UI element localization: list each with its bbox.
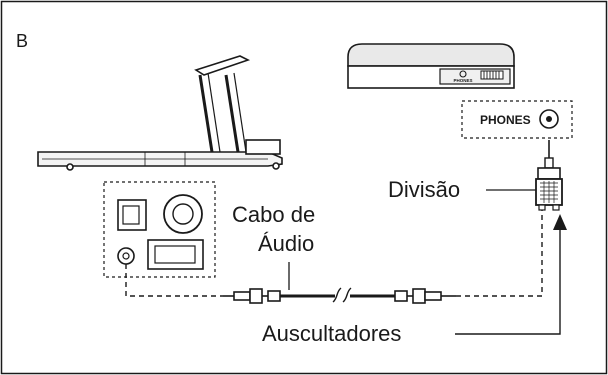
treadmill-icon — [37, 55, 283, 171]
audio-cable-label-line2: Áudio — [258, 231, 314, 256]
route-console-to-cable — [125, 264, 223, 297]
headphones-label: Auscultadores — [262, 321, 401, 346]
phones-jack-label: PHONES — [480, 113, 531, 127]
audio-cable-label-line1: Cabo de — [232, 202, 315, 227]
device-phones-label: PHONES — [453, 78, 472, 83]
phones-jack-icon: PHONES — [461, 100, 573, 139]
portable-player-icon: PHONES — [347, 43, 515, 89]
headphones-leader — [455, 222, 561, 335]
arrow-up-icon — [553, 214, 567, 230]
splitter-label: Divisão — [388, 177, 460, 202]
console-panel-icon — [103, 181, 216, 278]
route-cable-to-splitter — [456, 208, 543, 297]
audio-cable-icon — [223, 287, 456, 304]
splitter-icon — [535, 140, 563, 211]
panel-label: B — [16, 31, 28, 51]
